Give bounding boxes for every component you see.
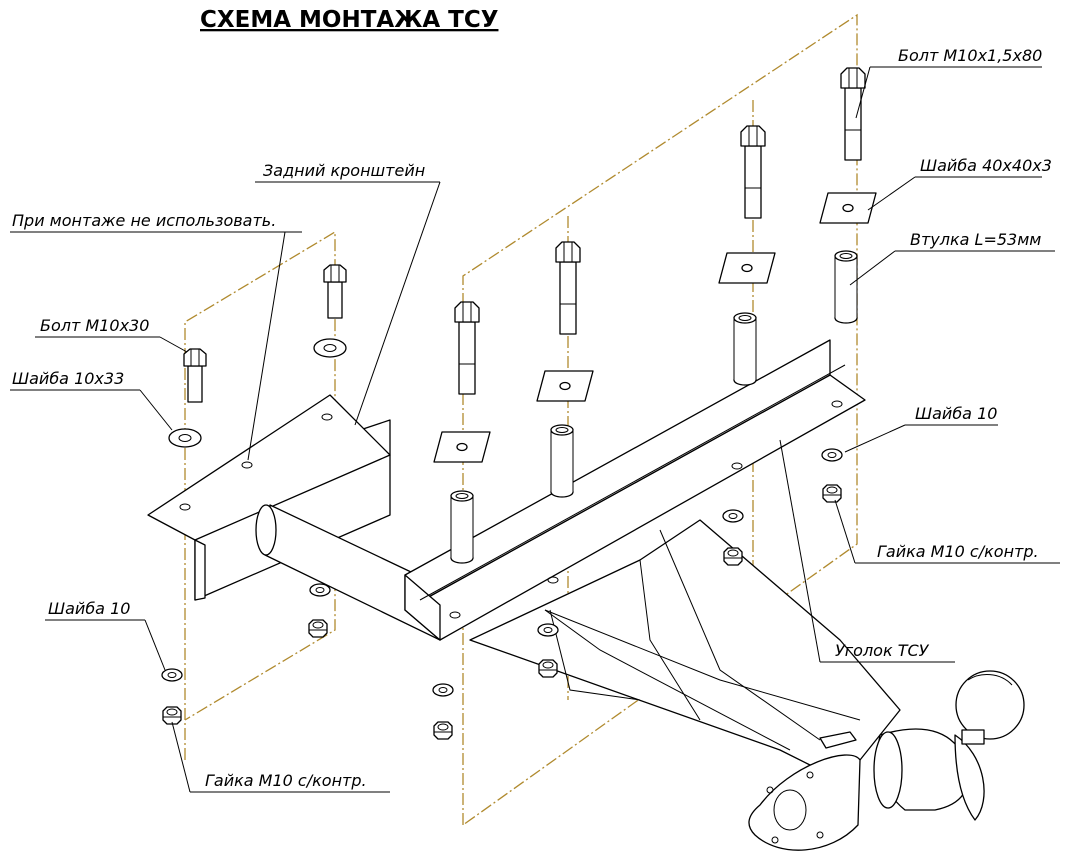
bolt-m10x80-3	[740, 125, 766, 219]
bolt-m10x80-2	[555, 241, 581, 335]
bolt-m10x30-rear	[323, 264, 347, 319]
label-washer-10-right: Шайба 10	[915, 404, 997, 423]
bolt-m10x80-1	[454, 301, 480, 395]
label-rear-bracket: Задний кронштейн	[263, 161, 425, 180]
label-washer-10x33: Шайба 10х33	[12, 369, 124, 388]
socket-plate-part	[748, 731, 861, 851]
towbar-angle-part	[404, 339, 866, 641]
nut-m10-right-4	[822, 484, 842, 503]
washer-10-right-4	[821, 448, 843, 462]
bolt-m10x80-4	[840, 67, 866, 161]
label-nut-m10-right: Гайка М10 с/контр.	[877, 542, 1039, 561]
label-not-used: При монтаже не использовать.	[12, 211, 276, 230]
washer-10x33-front	[168, 428, 202, 448]
washer-10-right-2	[537, 623, 559, 637]
rear-bracket-part	[147, 394, 391, 601]
washer-10x33-rear	[313, 338, 347, 358]
diagram-title: СХЕМА МОНТАЖА ТСУ	[200, 7, 499, 33]
washer-40x40x3-4	[819, 192, 877, 224]
nut-m10-left-rear	[308, 619, 328, 638]
nut-m10-right-1	[433, 721, 453, 740]
part-labels: Болт М10х1,5х80 Шайба 40х40х3 Втулка L=5…	[12, 46, 1052, 790]
bolt-m10x30-front	[183, 348, 207, 403]
leader-lines	[10, 66, 1060, 793]
label-bolt-m10x30: Болт М10х30	[40, 316, 149, 335]
label-nut-m10-left: Гайка М10 с/контр.	[205, 771, 367, 790]
label-washer-10-left: Шайба 10	[48, 599, 130, 618]
nut-m10-right-2	[538, 659, 558, 678]
bushing-l53-2	[550, 424, 574, 498]
towbar-body-part	[469, 519, 1025, 821]
label-angle-tsu: Уголок ТСУ	[835, 641, 930, 660]
washer-10-left-rear	[309, 583, 331, 597]
washer-10-right-3	[722, 509, 744, 523]
washer-40x40x3-2	[536, 370, 594, 402]
bushing-l53-4	[834, 250, 858, 324]
bushing-l53-3	[733, 312, 757, 386]
nut-m10-right-3	[723, 547, 743, 566]
nut-m10-left-front	[162, 706, 182, 725]
bushing-l53-1	[450, 490, 474, 564]
label-bolt-m10x15x80: Болт М10х1,5х80	[898, 46, 1042, 65]
label-bushing-l53: Втулка L=53мм	[910, 230, 1041, 249]
washer-10-right-1	[432, 683, 454, 697]
washer-10-left-front	[161, 668, 183, 682]
washer-40x40x3-3	[718, 252, 776, 284]
washer-40x40x3-1	[433, 431, 491, 463]
label-washer-40x40x3: Шайба 40х40х3	[920, 156, 1052, 175]
